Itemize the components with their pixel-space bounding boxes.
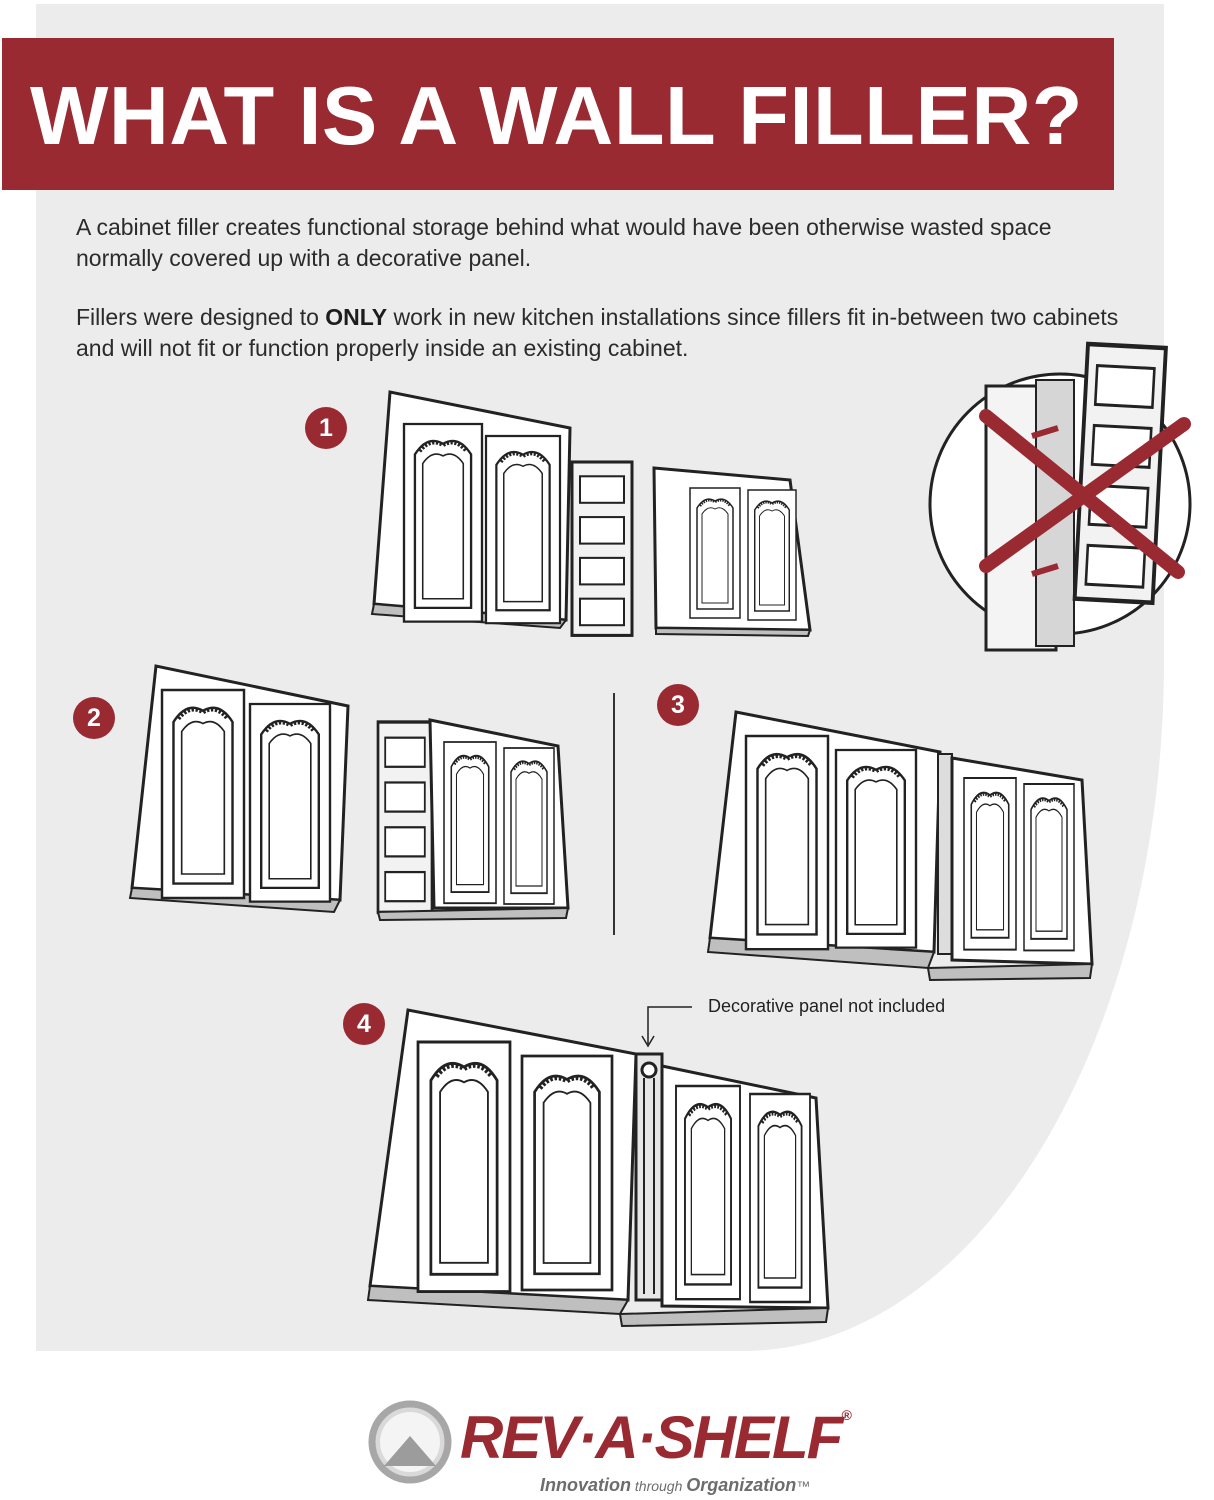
trademark-mark: ™	[796, 1478, 811, 1494]
decorative-panel	[634, 1052, 664, 1302]
registered-mark: ®	[841, 1407, 851, 1423]
step-1-illustration	[370, 390, 812, 638]
logo-mark-icon	[368, 1400, 452, 1484]
callout-leader	[641, 1006, 692, 1048]
step-divider	[613, 693, 615, 935]
no-fit-inset	[928, 340, 1192, 652]
red-x-icon	[979, 409, 1191, 579]
arrow-icon	[1031, 563, 1059, 577]
tagline-innovation: Innovation	[540, 1475, 631, 1495]
step-3-illustration	[706, 710, 1094, 982]
paragraph-2-start: Fillers were designed to	[76, 304, 326, 330]
tagline-through: through	[631, 1478, 687, 1494]
paragraph-2-emphasis: ONLY	[325, 304, 388, 330]
step-4-illustration	[366, 1008, 830, 1328]
step-2-illustration	[128, 664, 570, 922]
page-title: WHAT IS A WALL FILLER?	[30, 69, 1083, 162]
title-banner: WHAT IS A WALL FILLER?	[2, 38, 1114, 190]
brand-name: REV·A·SHELF®	[460, 1407, 852, 1468]
brand-logo: REV·A·SHELF® Innovation through Organiza…	[366, 1398, 856, 1498]
tagline-organization: Organization	[686, 1475, 797, 1495]
brand-tagline: Innovation through Organization™	[540, 1475, 810, 1496]
arrow-icon	[1031, 425, 1059, 439]
intro-paragraph-2: Fillers were designed to ONLY work in ne…	[76, 302, 1136, 364]
step-3-badge: 3	[657, 684, 699, 726]
step-2-badge: 2	[73, 697, 115, 739]
step-1-badge: 1	[305, 407, 347, 449]
decorative-panel-callout: Decorative panel not included	[708, 996, 946, 1016]
paragraph-2-end: work in new kitchen installations since …	[76, 304, 1119, 361]
intro-paragraph-1: A cabinet filler creates functional stor…	[76, 214, 1052, 271]
brand-name-text: REV·A·SHELF	[460, 1404, 843, 1471]
step-4-badge: 4	[343, 1003, 385, 1045]
